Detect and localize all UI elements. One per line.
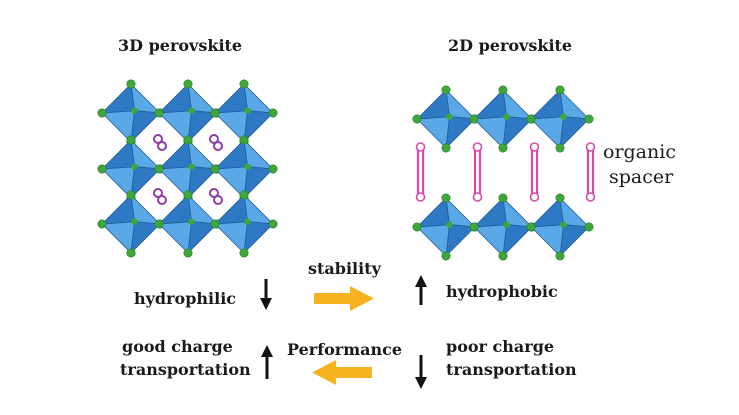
b-site-atom [560,221,567,228]
hydrophilic-label: hydrophilic [134,289,237,308]
good-charge-label-line2: transportation [120,360,251,379]
halide-atom [97,164,107,174]
b-site-atom [188,107,195,114]
octahedron [469,85,537,153]
octahedron [154,190,222,258]
hydrophobic-label: hydrophobic [446,282,558,301]
b-site-atom [131,163,138,170]
halide-atom [154,164,164,174]
halide-atom [555,143,565,153]
octahedron [526,85,594,153]
halide-atom [555,85,565,95]
halide-atom [498,143,508,153]
organic-spacer-icon [585,142,596,202]
halide-atom [584,114,594,124]
halide-atom [498,251,508,261]
halide-atom [441,251,451,261]
halide-atom [555,251,565,261]
halide-atom [239,79,249,89]
halide-atom [210,164,220,174]
halide-atom [469,114,479,124]
performance-label: Performance [287,340,403,359]
halide-atom [239,248,249,258]
halide-atom [210,108,220,118]
organic-cation-icon [209,188,223,205]
organic-cation-icon [153,188,167,205]
organic-spacer-label-line2: spacer [609,166,674,188]
b-site-atom [188,218,195,225]
halide-atom [126,135,136,145]
halide-atom [239,135,249,145]
b-site-atom [244,163,251,170]
b-site-atom [188,163,195,170]
halide-atom [154,108,164,118]
halide-atom [183,79,193,89]
halide-atom [412,114,422,124]
octahedron [210,190,278,258]
b-site-atom [244,218,251,225]
octahedron [412,193,480,261]
organic-spacer-group [415,142,596,202]
organic-spacer-icon [529,142,540,202]
halide-atom [526,114,536,124]
halide-atom [183,248,193,258]
halide-atom [268,219,278,229]
title-3d-perovskite: 3D perovskite [118,36,243,55]
octahedron [154,135,222,203]
b-site-atom [131,107,138,114]
stability-label: stability [308,259,381,278]
halide-atom [268,164,278,174]
b-site-atom [131,218,138,225]
organic-spacer-icon [472,142,483,202]
halide-atom [97,219,107,229]
organic-cation-group [153,134,223,205]
halide-atom [498,85,508,95]
octahedron [469,193,537,261]
octahedron [412,85,480,153]
halide-atom [126,190,136,200]
halide-atom [126,248,136,258]
b-site-atom [244,107,251,114]
organic-spacer-icon [415,142,426,202]
b-site-atom [503,221,510,228]
stability-arrow-icon [314,286,374,311]
halide-atom [97,108,107,118]
halide-atom [584,222,594,232]
octahedron [97,190,165,258]
b-site-atom [560,113,567,120]
halide-atom [469,222,479,232]
organic-spacer-label-line1: organic [603,141,676,163]
organic-cation-icon [209,134,223,151]
halide-atom [183,190,193,200]
b-site-atom [446,113,453,120]
organic-cation-icon [153,134,167,151]
perovskite-2d-bottom-layer [412,193,594,261]
halide-atom [441,143,451,153]
halide-atom [154,219,164,229]
halide-atom [526,222,536,232]
octahedron [210,79,278,147]
poor-charge-label-line1: poor charge [446,337,555,356]
title-2d-perovskite: 2D perovskite [448,36,573,55]
halide-atom [555,193,565,203]
performance-arrow-icon [312,360,372,385]
perovskite-2d-top-layer [412,85,594,153]
perovskite-3d-lattice [97,79,278,258]
halide-atom [498,193,508,203]
b-site-atom [446,221,453,228]
halide-atom [412,222,422,232]
halide-atom [126,79,136,89]
good-charge-label-line1: good charge [122,337,233,356]
halide-atom [441,193,451,203]
b-site-atom [503,113,510,120]
halide-atom [183,135,193,145]
halide-atom [239,190,249,200]
halide-atom [268,108,278,118]
halide-atom [441,85,451,95]
halide-atom [210,219,220,229]
octahedron [526,193,594,261]
poor-charge-label-line2: transportation [446,360,577,379]
